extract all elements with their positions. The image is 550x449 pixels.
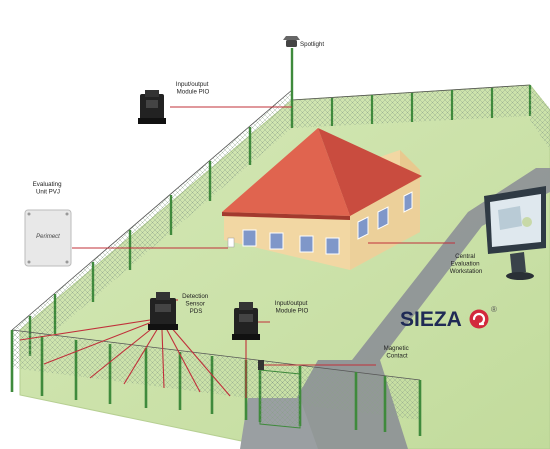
roof-left: [222, 128, 350, 216]
label-magnetic-contact: Magnetic Contact: [384, 345, 411, 360]
building-window: [299, 235, 314, 253]
building-window: [269, 232, 284, 250]
left-fence-posts: [28, 48, 294, 356]
building: [222, 128, 422, 270]
label-spotlight: Spotlight: [300, 41, 324, 48]
brand-logo: SIEZA ®: [400, 305, 497, 331]
entry-gate: [259, 369, 301, 429]
building-window: [403, 191, 413, 213]
detection-sensor: [148, 292, 178, 330]
spotlight-fixture: [283, 36, 300, 47]
front-fence-posts: [10, 330, 422, 436]
device-brand-text: Perimect: [36, 234, 60, 240]
magnetic-contact-sensor: [258, 360, 264, 370]
building-window: [357, 216, 369, 240]
io-module-top: [138, 90, 166, 124]
label-evaluating-unit: Evaluating Unit PVJ: [33, 181, 64, 196]
wall-box: [227, 237, 235, 248]
workstation: [484, 186, 546, 280]
brand-name: SIEZA: [400, 308, 462, 331]
roof-right: [318, 128, 422, 216]
brand-registered-mark: ®: [491, 305, 497, 314]
label-central-workstation: Central Evaluation Workstation: [450, 253, 483, 275]
brand-logo-icon: [469, 309, 489, 329]
label-io-module-top: Input/output Module PIO: [176, 81, 210, 96]
evaluating-unit-box: Perimect: [24, 209, 72, 267]
label-detection-sensor: Detection Sensor PDS: [182, 293, 210, 315]
lead-lines: [19, 106, 455, 398]
label-io-module-bottom: Input/output Module PIO: [275, 300, 309, 315]
front-fence: [12, 330, 420, 420]
left-fence: [12, 90, 292, 368]
building-window: [242, 229, 257, 247]
building-window: [377, 206, 389, 230]
roof-front: [222, 212, 350, 220]
building-window: [325, 237, 340, 255]
io-module-bottom: [232, 302, 260, 340]
right-fence: [530, 85, 550, 150]
